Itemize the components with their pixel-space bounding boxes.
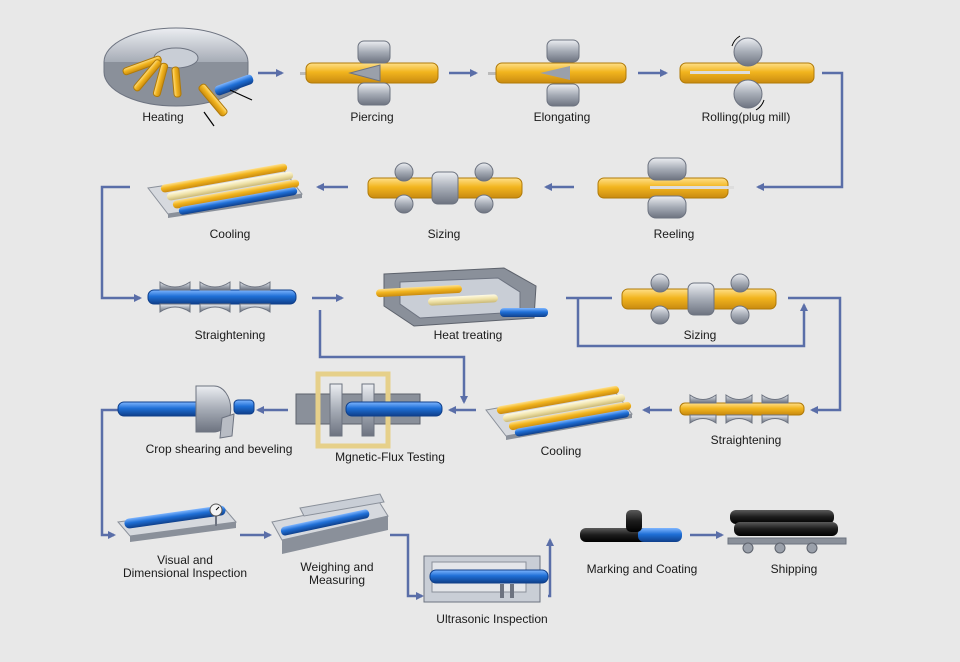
arrow-weighing-ultrasonic bbox=[390, 533, 424, 600]
label-visual-line2: Dimensional Inspection bbox=[123, 566, 247, 580]
label-ultrasonic: Ultrasonic Inspection bbox=[436, 612, 547, 626]
visual-inspection-illustration bbox=[117, 503, 237, 542]
label-crop-shearing: Crop shearing and beveling bbox=[146, 442, 293, 456]
label-heating: Heating bbox=[142, 110, 183, 124]
label-visual-line1: Visual and bbox=[157, 553, 213, 567]
cooling-bed-illustration-2 bbox=[485, 385, 633, 440]
arrow-ultrasonic-marking bbox=[546, 538, 554, 598]
label-straightening-1: Straightening bbox=[195, 328, 266, 342]
label-piercing: Piercing bbox=[350, 110, 393, 124]
cooling-bed-illustration-1 bbox=[147, 163, 303, 218]
arrow-branch-mft bbox=[318, 310, 468, 404]
label-weighing-line2: Measuring bbox=[309, 573, 365, 587]
arrow-heattreat-sizing bbox=[566, 296, 808, 348]
label-reeling: Reeling bbox=[654, 227, 695, 241]
label-elongating: Elongating bbox=[534, 110, 591, 124]
heat-treating-illustration bbox=[376, 267, 548, 327]
crop-shearing-illustration bbox=[117, 385, 255, 439]
shipping-illustration bbox=[727, 510, 847, 554]
heating-furnace-illustration bbox=[103, 27, 254, 127]
flow-arrows bbox=[100, 69, 844, 600]
label-cooling-2: Cooling bbox=[541, 444, 582, 458]
label-sizing-1: Sizing bbox=[428, 227, 461, 241]
piercing-illustration bbox=[300, 40, 439, 106]
weighing-illustration bbox=[271, 493, 389, 554]
arrow-sizing-out bbox=[788, 296, 842, 414]
label-weighing-line1: Weighing and bbox=[300, 560, 373, 574]
label-mf-testing: Mgnetic-Flux Testing bbox=[335, 450, 445, 464]
reeling-illustration bbox=[597, 157, 734, 219]
straightening-illustration-2 bbox=[679, 394, 805, 424]
label-cooling-1: Cooling bbox=[210, 227, 251, 241]
arrow-cooling-straightening bbox=[100, 185, 142, 302]
sizing-illustration-1 bbox=[367, 162, 523, 214]
sizing-illustration-2 bbox=[621, 273, 777, 325]
label-shipping: Shipping bbox=[771, 562, 818, 576]
magnetic-flux-testing-illustration bbox=[295, 371, 443, 449]
label-marking: Marking and Coating bbox=[587, 562, 698, 576]
straightening-illustration-1 bbox=[147, 281, 297, 313]
label-rolling: Rolling(plug mill) bbox=[702, 110, 791, 124]
arrow-crop-visual bbox=[100, 408, 118, 539]
label-sizing-2: Sizing bbox=[684, 328, 717, 342]
rolling-illustration bbox=[679, 35, 815, 111]
ultrasonic-inspection-illustration bbox=[423, 555, 549, 603]
label-heat-treating: Heat treating bbox=[434, 328, 503, 342]
label-straightening-2: Straightening bbox=[711, 433, 782, 447]
arrow-rolling-reeling bbox=[756, 71, 844, 191]
elongating-illustration bbox=[488, 39, 627, 107]
marking-coating-illustration bbox=[580, 510, 682, 542]
